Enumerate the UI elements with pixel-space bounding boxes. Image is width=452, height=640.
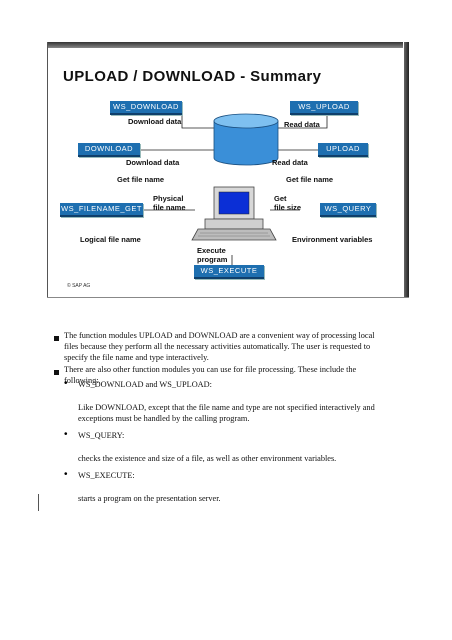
slide-title: UPLOAD / DOWNLOAD - Summary [63,68,322,85]
label-program: program [197,255,228,264]
label-get-file-name-left: Get file name [117,175,165,184]
upload-box: UPLOAD [318,143,368,157]
connector-ws-download [181,110,214,129]
margin-change-bar [38,494,39,511]
label-read-data-mid: Read data [272,158,308,167]
label-download-data-mid: Download data [126,158,180,167]
slide-bottom-border [47,297,409,298]
item-1-description: Like DOWNLOAD, except that the file name… [78,403,375,423]
item-3-description: starts a program on the presentation ser… [78,494,221,503]
bullet-dot-icon: • [64,378,68,389]
ws-download-box: WS_DOWNLOAD [110,101,182,115]
download-box: DOWNLOAD [78,143,140,157]
bullet-dot-icon: • [64,469,68,480]
label-physical: Physical [153,194,184,203]
label-file-size: file size [274,203,302,212]
computer-icon [191,186,277,241]
label-file-name: file name [153,203,186,212]
bullet-dot-icon: • [64,429,68,440]
slide-frame [47,42,409,298]
label-download-data-top: Download data [128,117,182,126]
label-get: Get [274,194,287,203]
ws-execute-box: WS_EXECUTE [194,265,264,279]
slide-top-bar [47,42,403,48]
item-1-title: WS_DOWNLOAD and WS_UPLOAD: [78,380,212,389]
label-logical-file-name: Logical file name [80,235,141,244]
ws-query-box: WS_QUERY [320,203,376,217]
label-environment-variables: Environment variables [292,235,373,244]
slide-left-border [47,42,48,298]
label-read-data-top: Read data [284,120,320,129]
item-2-title: WS_QUERY: [78,431,125,440]
copyright: © SAP AG [67,283,91,289]
ws-filename-get-box: WS_FILENAME_GET [60,203,143,217]
connector-ws-upload [278,110,328,129]
bullet-square-icon [54,336,59,341]
item-3-title: WS_EXECUTE: [78,471,135,480]
database-icon [213,113,279,166]
slide-right-bar [404,42,409,298]
paragraph-1: The function modules UPLOAD and DOWNLOAD… [64,331,375,362]
item-2-description: checks the existence and size of a file,… [78,454,337,463]
ws-upload-box: WS_UPLOAD [290,101,358,115]
label-get-file-name-right: Get file name [286,175,334,184]
paragraph-2: There are also other function modules yo… [64,365,357,385]
label-execute: Execute [197,246,226,255]
bullet-square-icon [54,370,59,375]
